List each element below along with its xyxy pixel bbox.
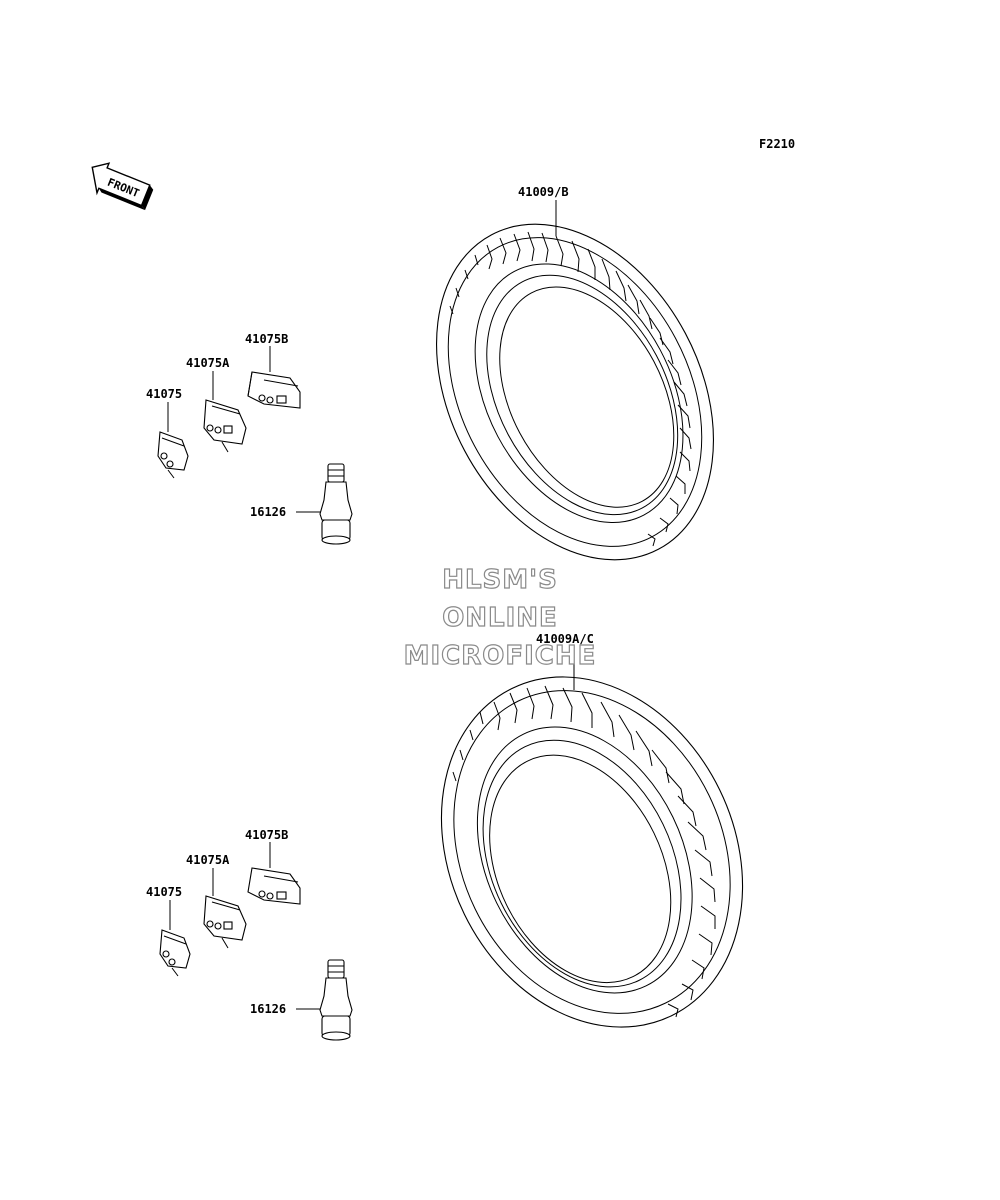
upper-weight-a-label: 41075 xyxy=(146,387,182,401)
lower-valve-label: 16126 xyxy=(250,1002,286,1016)
lower-parts-group: 41075B 41075A 41075 xyxy=(146,828,353,1041)
upper-balance-weight-b xyxy=(203,399,247,453)
upper-weight-c-label: 41075B xyxy=(245,332,288,346)
watermark-line-3: MICROFICHE xyxy=(404,641,597,671)
front-arrow-icon: FRONT xyxy=(91,162,154,211)
upper-parts-group: 41075B 41075A 41075 xyxy=(146,332,353,545)
lower-balance-weight-b xyxy=(203,895,247,949)
upper-valve-stem xyxy=(319,463,353,545)
front-tire: 41009/B xyxy=(436,185,714,561)
figure-code: F2210 xyxy=(759,137,795,151)
lower-weight-c-label: 41075B xyxy=(245,828,288,842)
watermark-line-2: ONLINE xyxy=(442,603,558,633)
lower-balance-weight-a xyxy=(159,929,191,977)
rear-tire-label: 41009A/C xyxy=(536,632,594,646)
rear-tire: 41009A/C xyxy=(440,632,744,1028)
lower-balance-weight-c xyxy=(247,867,301,905)
watermark: HLSM'S ONLINE MICROFICHE xyxy=(403,564,597,671)
lower-weight-b-label: 41075A xyxy=(186,853,230,867)
lower-valve-stem xyxy=(319,959,353,1041)
upper-balance-weight-c xyxy=(247,371,301,409)
front-tire-label: 41009/B xyxy=(518,185,569,199)
lower-weight-a-label: 41075 xyxy=(146,885,182,899)
upper-weight-b-label: 41075A xyxy=(186,356,230,370)
upper-valve-label: 16126 xyxy=(250,505,286,519)
upper-balance-weight-a xyxy=(157,431,189,479)
watermark-line-1: HLSM'S xyxy=(442,565,558,595)
